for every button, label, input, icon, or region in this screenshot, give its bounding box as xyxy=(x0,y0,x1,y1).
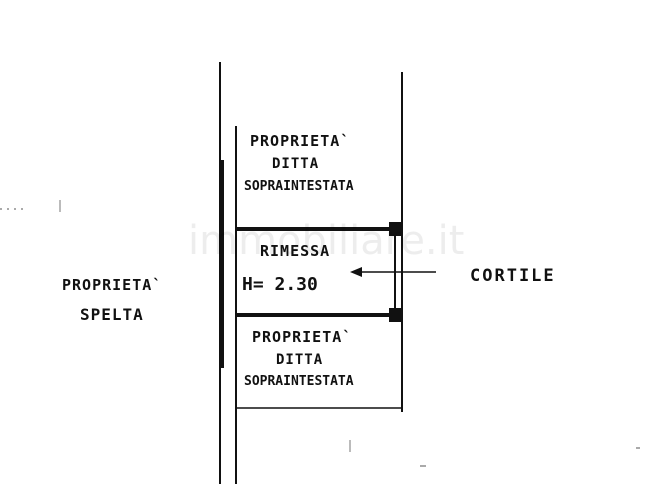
garage-name: RIMESSA xyxy=(260,242,331,260)
bottom-room-line3: SOPRAINTESTATA xyxy=(244,374,354,389)
top-room-line3: SOPRAINTESTATA xyxy=(244,179,354,194)
top-room-line1: PROPRIETA` xyxy=(250,132,351,150)
top-room-line2: DITTA xyxy=(272,156,320,172)
watermark: immobiliare.it xyxy=(188,218,465,264)
left-property-line1: PROPRIETA` xyxy=(62,276,163,294)
courtyard-arrow-head xyxy=(350,267,362,277)
garage-height: H= 2.30 xyxy=(242,274,318,295)
left-property-line2: SPELTA xyxy=(80,305,144,324)
pillar-top xyxy=(389,222,401,236)
courtyard-label: CORTILE xyxy=(470,266,556,286)
bottom-room-line2: DITTA xyxy=(276,352,324,368)
pillar-bottom xyxy=(389,308,401,322)
bottom-room-line1: PROPRIETA` xyxy=(252,328,353,346)
